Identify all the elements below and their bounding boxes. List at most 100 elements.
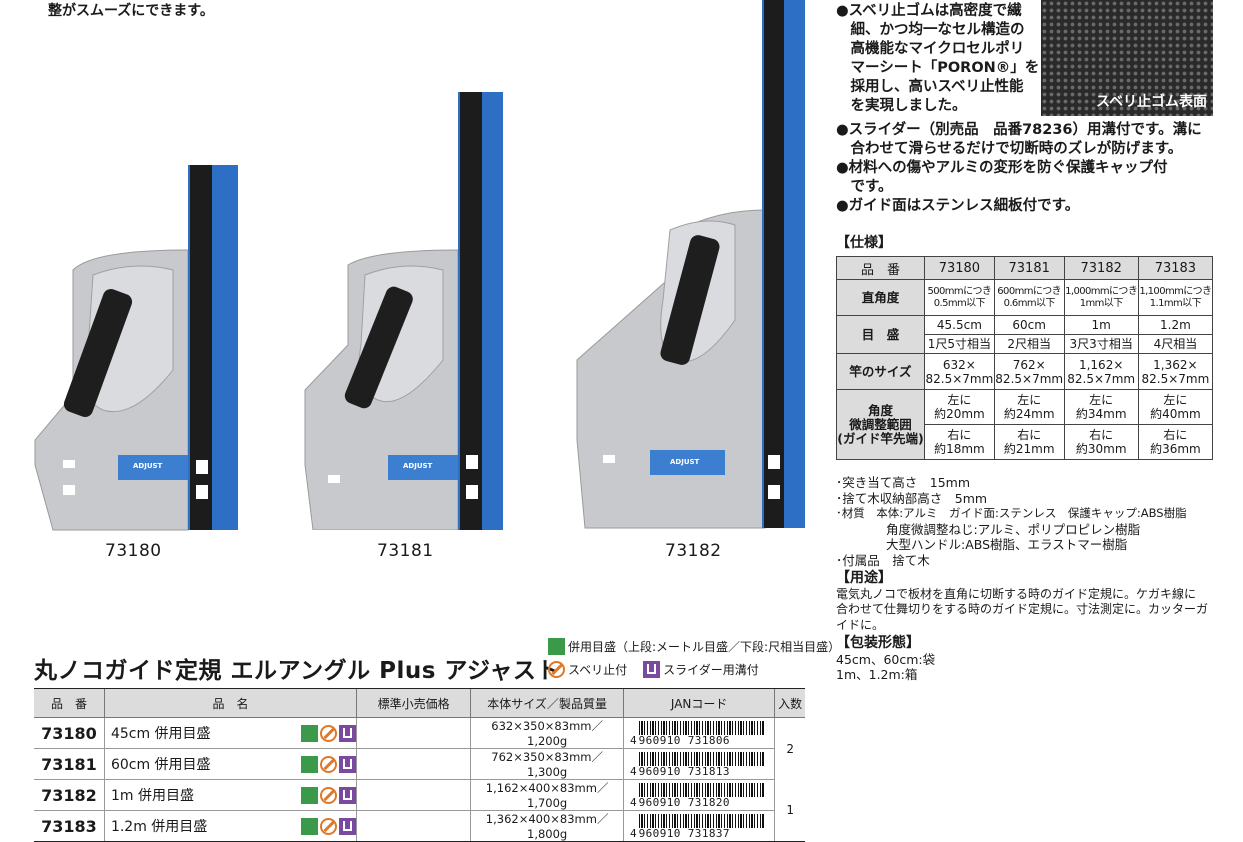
spec-head: 73181: [993, 256, 1065, 280]
product-table: 品 番 品 名 標準小売価格 本体サイズ／製品質量 JANコード 入数 7318…: [34, 688, 805, 842]
usage-line: 合わせて仕舞切りをする時のガイド定規に。寸法測定に。カッターガ: [836, 602, 1209, 616]
barcode: [638, 782, 765, 797]
size-weight: 1,162×400×83mm／1,700g: [470, 779, 624, 811]
product-no: 73183: [34, 810, 105, 842]
model-label-2: 73181: [377, 541, 434, 561]
spec-label: 目 盛: [836, 315, 925, 354]
barcode: [638, 720, 765, 735]
slider-groove-icon: [338, 786, 356, 804]
svg-text:ADJUST: ADJUST: [403, 462, 433, 470]
price-cell: [355, 810, 471, 842]
barcode: [638, 813, 765, 828]
combined-scale-icon: [300, 817, 318, 835]
size-weight: 762×350×83mm／1,300g: [470, 748, 624, 780]
feature-line: を実現しました。: [836, 98, 967, 114]
col-header: 品 番: [34, 688, 105, 718]
feature-line: ●スライダー（別売品 品番78236）用溝付です。溝に: [836, 122, 1202, 138]
usage-line: 電気丸ノコで板材を直角に切断する時のガイド定規に。ケガキ線に: [836, 586, 1197, 601]
col-header: 品 名: [103, 688, 357, 718]
jan-digits: 960910 731820: [638, 795, 730, 809]
slider-groove-icon: [643, 661, 661, 678]
combined-scale-icon: [548, 638, 565, 655]
spec-label: 竿のサイズ: [836, 353, 925, 390]
legend-no-slip-text: スベリ止付: [568, 662, 628, 677]
spec-cell: 1m: [1063, 315, 1139, 335]
jan-digits: 960910 731813: [638, 764, 730, 778]
spec-cell: 1.2m: [1137, 315, 1214, 335]
spec-notes: ･突き当て高さ 15mm ･捨て木収納部高さ 5mm ･材質 本体:アルミ ガイ…: [836, 475, 1221, 683]
price-cell: [355, 717, 471, 749]
spec-title: 【仕様】: [836, 235, 892, 251]
price-cell: [355, 779, 471, 811]
pack-qty: 2: [774, 717, 805, 780]
slider-groove-icon: [338, 724, 356, 742]
product-name: 1m 併用目盛: [110, 788, 194, 804]
spec-cell: 632×82.5×7mm: [924, 353, 995, 390]
note-line: ･突き当て高さ 15mm: [836, 475, 971, 490]
spec-head: 73180: [924, 256, 995, 280]
svg-text:ADJUST: ADJUST: [670, 458, 700, 466]
rubber-texture-image: スベリ止ゴム表面: [1041, 0, 1213, 116]
product-title: 丸ノコガイド定規 エルアングル Plus アジャスト: [34, 658, 560, 684]
feature-line: 採用し、高いスベリ止性能: [836, 79, 1024, 95]
product-no: 73181: [34, 748, 105, 780]
jan-lead: 4: [630, 826, 637, 840]
product-photo-73182: ADJUST: [576, 0, 805, 529]
pack-line: 1m、1.2m:箱: [836, 667, 918, 682]
usage-line: イドに。: [836, 617, 885, 632]
note-line: 大型ハンドル:ABS樹脂、エラストマー樹脂: [836, 537, 1128, 552]
spec-label: 直角度: [836, 279, 925, 316]
note-line: ･付属品 捨て木: [836, 552, 930, 568]
jan-lead: 4: [630, 764, 637, 778]
feature-line: マーシート「PORON®」を: [836, 60, 1040, 76]
col-header: 標準小売価格: [355, 688, 471, 718]
spec-cell: 45.5cm: [924, 315, 995, 335]
legend-slider-text: スライダー用溝付: [663, 662, 759, 677]
slider-groove-icon: [338, 817, 356, 835]
svg-text:ADJUST: ADJUST: [133, 462, 163, 470]
spec-cell: 左に約40mm: [1137, 389, 1214, 425]
spec-head: 73182: [1063, 256, 1139, 280]
jan-lead: 4: [630, 733, 637, 747]
combined-scale-icon: [300, 755, 318, 773]
product-name: 1.2m 併用目盛: [110, 819, 208, 835]
spec-cell: 左に約34mm: [1063, 389, 1139, 425]
jan-digits: 960910 731837: [638, 826, 730, 840]
spec-cell: 762×82.5×7mm: [993, 353, 1065, 390]
intro-text: 整がスムーズにできます。: [48, 3, 214, 19]
col-header: 入数: [774, 688, 805, 718]
feature-line: です。: [836, 179, 893, 195]
feature-line: 合わせて滑らせるだけで切断時のズレが防げます。: [836, 141, 1183, 157]
barcode: [638, 751, 765, 766]
product-no: 73182: [34, 779, 105, 811]
no-slip-icon: [548, 661, 565, 678]
spec-cell: 1尺5寸相当: [924, 334, 995, 354]
spec-cell: 右に約18mm: [924, 424, 995, 460]
feature-line: ●スベリ止ゴムは高密度で繊: [836, 3, 1022, 19]
spec-cell: 4尺相当: [1137, 334, 1214, 354]
usage-title: 【用途】: [836, 570, 892, 586]
spec-cell: 3尺3寸相当: [1063, 334, 1139, 354]
note-line: ･材質 本体:アルミ ガイド面:ステンレス 保護キャップ:ABS樹脂: [836, 506, 1187, 520]
product-name: 60cm 併用目盛: [110, 757, 211, 773]
combined-scale-icon: [300, 786, 318, 804]
spec-label: 角度微調整範囲(ガイド竿先端): [836, 389, 925, 460]
feature-line: 細、かつ均一なセル構造の: [836, 22, 1025, 38]
product-no: 73180: [34, 717, 105, 749]
note-line: 角度微調整ねじ:アルミ、ポリプロピレン樹脂: [836, 521, 1141, 537]
texture-caption: スベリ止ゴム表面: [1095, 94, 1207, 110]
product-photo-73180: ADJUST: [34, 165, 238, 531]
spec-cell: 60cm: [993, 315, 1065, 335]
size-weight: 632×350×83mm／1,200g: [470, 717, 624, 749]
note-line: ･捨て木収納部高さ 5mm: [836, 490, 988, 506]
spec-cell: 1,162×82.5×7mm: [1063, 353, 1139, 390]
feature-line: ●ガイド面はステンレス細板付です。: [836, 198, 1080, 214]
col-header: 本体サイズ／製品質量: [470, 688, 624, 718]
spec-cell: 2尺相当: [993, 334, 1065, 354]
